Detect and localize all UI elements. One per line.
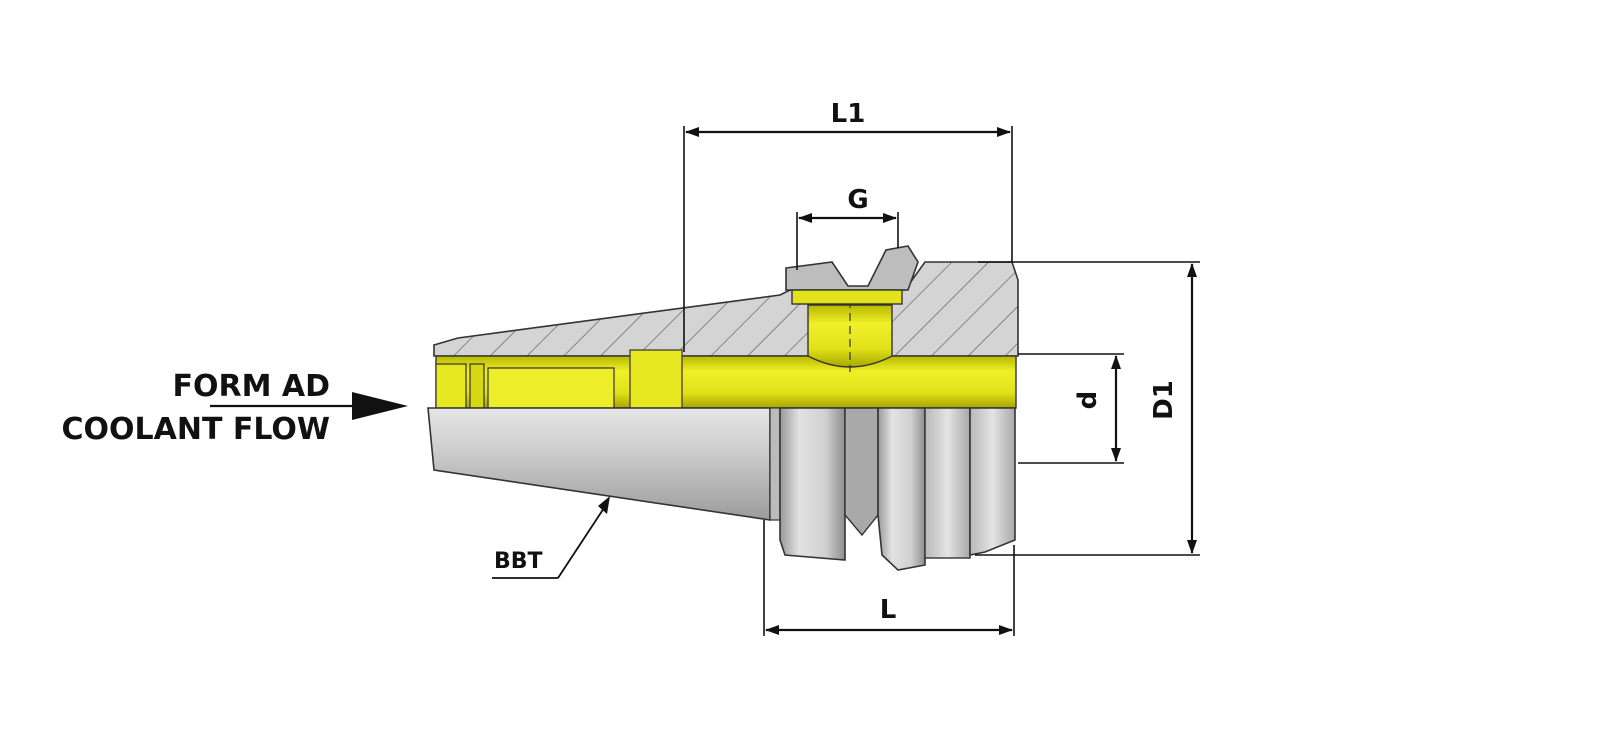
dimension-l1: L1 [683,99,1013,352]
label-d1: D1 [1149,380,1179,420]
label-d: d [1073,391,1103,410]
label-bbt: BBT [494,549,543,574]
dimension-g: G [796,185,899,270]
hatched-section-body [433,261,1019,357]
flange [769,407,1016,571]
dimension-l: L [763,520,1015,636]
label-l: L [880,595,897,625]
retention-cap [785,245,919,305]
coolant-flow-arrow [352,392,408,420]
coolant-channel [435,300,1017,409]
coolant-flow-annotation: FORM AD COOLANT FLOW [61,369,408,447]
label-g: G [847,185,868,215]
coolant-label-line1: FORM AD [172,369,330,404]
bbt-taper [427,407,771,521]
bbt-leader: BBT [492,496,610,579]
coolant-label-line2: COOLANT FLOW [61,412,330,447]
dimension-d1: D1 [975,261,1200,556]
label-l1: L1 [831,99,866,129]
dimension-d: d [1018,353,1124,464]
